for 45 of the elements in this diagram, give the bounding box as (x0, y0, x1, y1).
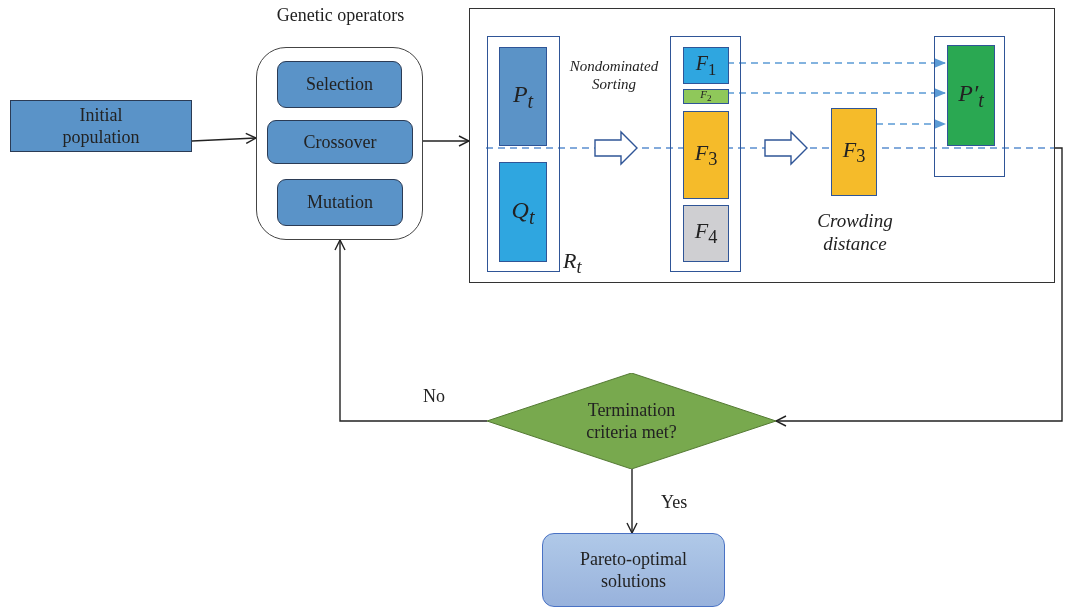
step-label: Crowding distance (816, 210, 894, 256)
front-block (683, 111, 729, 199)
population-block (947, 45, 995, 146)
arrow (626, 468, 638, 534)
panel-box (469, 8, 1055, 283)
population-block (499, 162, 547, 262)
node-label: Pareto-optimal solutions (579, 547, 688, 593)
dashed-arrow (726, 58, 946, 68)
group-heading: Genetic operators (275, 4, 406, 27)
population-box (934, 36, 1005, 177)
box-caption: R$_{t}$ (563, 246, 582, 279)
decision-diamond (487, 373, 776, 469)
node-label: Termination criteria met? (585, 398, 678, 444)
result-box (542, 533, 725, 607)
node-label: F$_{3}$ (694, 138, 718, 172)
process-box (277, 61, 402, 108)
process-box (277, 179, 403, 226)
node-label: Mutation (307, 191, 373, 214)
node-label: Crossover (303, 130, 377, 154)
node-label: Initial population (61, 103, 141, 149)
block-arrow (594, 130, 638, 166)
node-label: F$_{1}$ (695, 50, 717, 81)
node-label: P′$_{t}$ (958, 79, 984, 113)
arrow (422, 135, 470, 147)
node-label: F$_{3}$ (842, 135, 866, 169)
dashed-arrow (726, 88, 946, 98)
dashed-arrow (875, 119, 946, 129)
front-block (683, 205, 729, 262)
node-label: F$_{4}$ (694, 217, 718, 250)
arrow (334, 239, 488, 422)
node-label: Q$_{t}$ (511, 195, 535, 230)
process-box (267, 120, 413, 164)
node-label: F$_{2}$ (700, 88, 712, 105)
front-block (683, 89, 729, 104)
arrow (191, 132, 257, 145)
process-box (10, 100, 192, 152)
front-block (831, 108, 877, 196)
front-box (670, 36, 741, 272)
front-block (683, 47, 729, 84)
node-label: P$_{t}$ (512, 80, 534, 114)
step-label: Nondominated Sorting (568, 57, 660, 93)
node-label: Selection (306, 73, 373, 96)
block-arrow (764, 130, 808, 166)
population-block (499, 47, 547, 146)
arrow (775, 147, 1063, 427)
